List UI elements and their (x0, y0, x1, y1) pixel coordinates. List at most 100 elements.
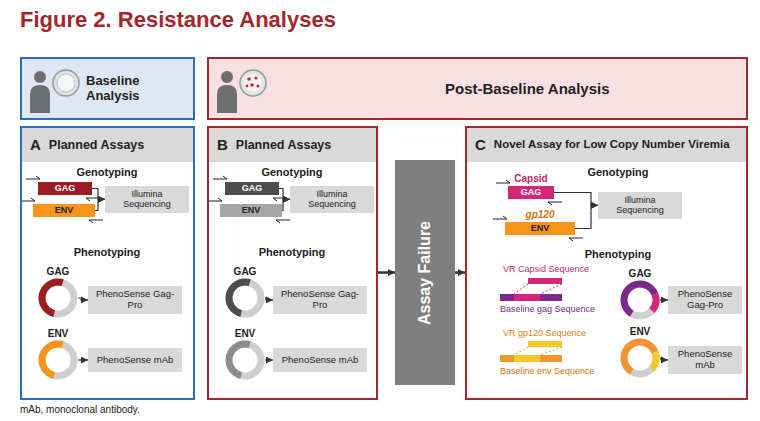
section-label: Phenotyping (585, 248, 652, 260)
figure-caption: mAb, monoclonal antibody. (20, 404, 140, 415)
primer-arrow (548, 202, 562, 205)
gene-name: GAG (242, 184, 263, 193)
primer-arrows (21, 176, 583, 241)
dashed-guide (540, 284, 562, 294)
section-label-holder: VR gp120 Sequence (503, 328, 586, 338)
plasmid-ring: GAG (620, 268, 660, 320)
primer-arrow (26, 176, 40, 179)
panel-heading: Planned Assays (49, 138, 185, 152)
vr-gp120-bar (528, 341, 562, 347)
panel-header: CNovel Assay for Low Copy Number Viremia (467, 128, 746, 162)
section-label-holder: Genotyping (76, 166, 137, 178)
box-text: PhenoSense mAb (97, 355, 174, 366)
primer-arrow (569, 238, 583, 241)
box-text: PhenoSense mAb (282, 355, 359, 366)
plasmid-ring-svg (225, 278, 265, 318)
plasmid-heading: ENV (630, 326, 651, 337)
gp120-insert (514, 355, 540, 362)
gene-region-label: gp120 (526, 209, 555, 220)
arrow-connector (279, 189, 290, 200)
baseline-env-bar (500, 355, 562, 362)
box-text: Illumina Sequencing (294, 189, 370, 210)
primer-arrow (213, 176, 227, 179)
arrow-connector (554, 193, 598, 206)
plasmid-ring-svg (38, 340, 78, 380)
section-label-holder: Genotyping (261, 166, 322, 178)
primer-arrow (89, 220, 103, 223)
gene-bar-shape: GAG (508, 186, 554, 199)
gene-name: GAG (521, 188, 542, 197)
gene-bar: GAG (38, 182, 92, 195)
plasmid-heading: GAG (234, 266, 257, 277)
process-box: PhenoSense mAb (668, 346, 742, 374)
arrow-connector (78, 359, 88, 360)
plasmid-shape (620, 338, 660, 378)
plasmid-heading: ENV (235, 328, 256, 339)
plasmid-ring: ENV (225, 328, 265, 380)
process-box: Post-Baseline Analysis (207, 57, 748, 120)
gene-name: ENV (55, 206, 74, 215)
capsid-swap-illustration (500, 278, 562, 301)
section-label: Genotyping (261, 166, 322, 178)
gene-bar: gp120ENV (505, 209, 575, 235)
section-label-holder: Phenotyping (74, 246, 141, 258)
box-text: Baseline Analysis (86, 74, 187, 104)
panel-header: APlanned Assays (22, 128, 193, 162)
panel-heading: Planned Assays (236, 138, 368, 152)
box-text: Post-Baseline Analysis (445, 80, 610, 97)
gene-name: ENV (242, 206, 261, 215)
failure-bar: Assay Failure (395, 160, 455, 385)
process-box: Illumina Sequencing (105, 186, 189, 213)
plasmid-shape (225, 340, 265, 380)
box-text: Illumina Sequencing (109, 189, 185, 210)
arrow-connector (265, 359, 273, 360)
plasmid-ring-svg (38, 278, 78, 318)
plasmid-ring: ENV (620, 326, 660, 378)
gene-bar-shape: ENV (33, 204, 95, 217)
baseline-gag-bar (500, 294, 562, 301)
section-label: VR gp120 Sequence (503, 328, 586, 338)
plasmid-ring: GAG (225, 266, 265, 318)
gene-bar-shape: ENV (505, 222, 575, 235)
arrow-connector (660, 299, 668, 300)
patient-dish-icon (28, 65, 84, 115)
process-box: PhenoSense Gag-Pro (88, 286, 182, 314)
plasmid-shape (620, 280, 660, 320)
box-text: PhenoSense mAb (672, 349, 738, 371)
plasmid-ring-svg (620, 280, 660, 320)
process-box: PhenoSense mAb (88, 348, 182, 372)
section-label: Phenotyping (74, 246, 141, 258)
figure-title-holder: Figure 2. Resistance Analyses (20, 7, 336, 33)
arrow-connector (575, 205, 598, 228)
figure-title: Figure 2. Resistance Analyses (20, 7, 336, 32)
arrow-connector (78, 298, 88, 300)
process-box: Illumina Sequencing (290, 186, 374, 213)
process-box: PhenoSense Gag-Pro (668, 286, 742, 314)
section-label-holder: Phenotyping (585, 248, 652, 260)
dashed-guide (514, 347, 528, 355)
patient-dish-icon (215, 65, 271, 115)
process-box: PhenoSense mAb (273, 348, 367, 372)
section-label: Genotyping (587, 166, 648, 178)
primer-arrow (496, 180, 510, 183)
dashed-guide (540, 347, 562, 355)
gene-bar: CapsidGAG (508, 173, 554, 199)
panel-header: B Planned Assays (209, 128, 376, 162)
arrow-connector (265, 298, 273, 300)
section-label: Genotyping (76, 166, 137, 178)
plasmid-heading: GAG (47, 266, 70, 277)
section-label-holder: Baseline env Sequence (500, 366, 595, 376)
plasmid-ring: ENV (38, 328, 78, 380)
process-box: Illumina Sequencing (598, 192, 682, 219)
section-label-holder: Phenotyping (259, 246, 326, 258)
primer-arrow (493, 216, 507, 219)
primer-arrow (208, 198, 222, 201)
section-label: Baseline env Sequence (500, 366, 595, 376)
panel-heading: Novel Assay for Low Copy Number Viremia (494, 138, 738, 151)
gene-bar: GAG (225, 182, 279, 195)
plasmid-shape (38, 340, 78, 380)
gene-name: GAG (55, 184, 76, 193)
panel-heading: B (217, 136, 228, 153)
plasmid-ring: GAG (38, 266, 78, 318)
plasmid-shape (38, 278, 78, 318)
